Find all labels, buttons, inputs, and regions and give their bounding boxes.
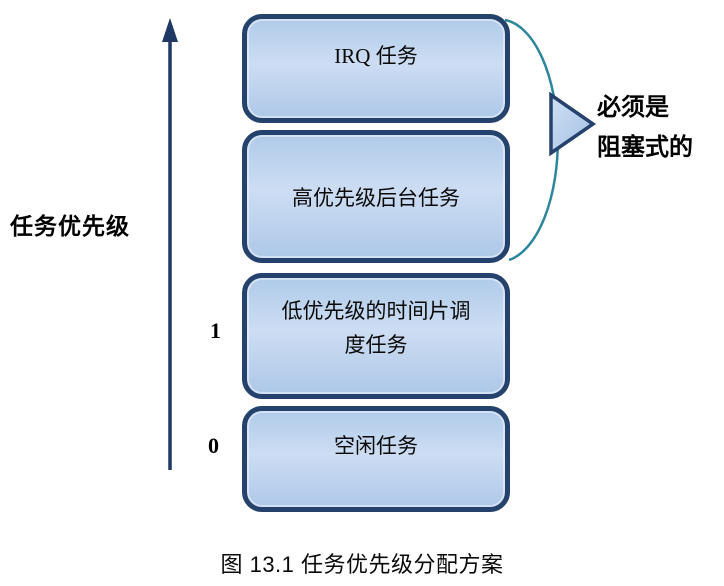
task-box-low-priority-line2: 度任务	[344, 334, 408, 357]
task-box-low-priority-line1: 低优先级的时间片调	[281, 300, 471, 323]
blocking-annotation: 必须是 阻塞式的	[597, 88, 693, 168]
bracket-arrow-icon	[504, 18, 597, 262]
task-box-high-priority-label: 高优先级后台任务	[292, 186, 460, 210]
task-box-idle-label: 空闲任务	[334, 435, 418, 458]
axis-label: 任务优先级	[10, 214, 130, 239]
blocking-annotation-line1: 必须是	[597, 95, 669, 121]
priority-tick-1: 1	[210, 318, 221, 343]
priority-axis-arrow-icon	[162, 18, 178, 470]
task-box-idle: 空闲任务	[242, 406, 510, 512]
figure-caption: 图 13.1 任务优先级分配方案	[220, 552, 504, 577]
blocking-annotation-line2: 阻塞式的	[597, 135, 693, 161]
task-box-irq-label: IRQ 任务	[334, 44, 418, 68]
task-box-irq: IRQ 任务	[242, 14, 510, 123]
priority-tick-0: 0	[208, 433, 219, 458]
task-box-high-priority: 高优先级后台任务	[242, 130, 510, 263]
task-box-low-priority: 低优先级的时间片调 度任务	[242, 273, 510, 399]
